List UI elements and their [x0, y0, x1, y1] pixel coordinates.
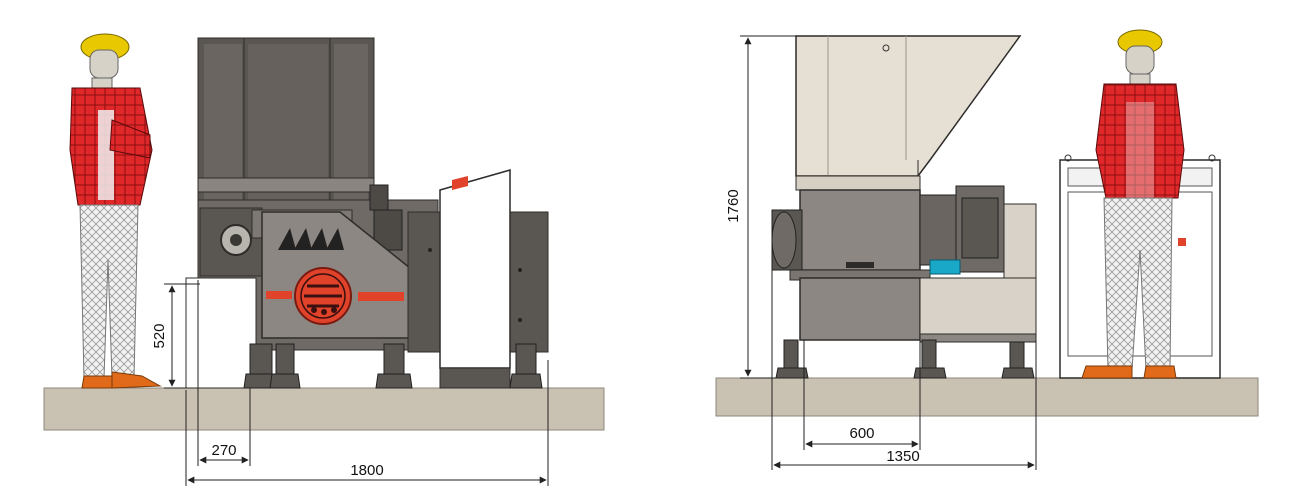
- dim-base-width: 600: [849, 425, 874, 442]
- front-dimension-lines: [164, 280, 549, 486]
- side-hopper: [795, 35, 1022, 191]
- front-worker-figure-icon: [69, 33, 162, 389]
- front-control-cabinet: [439, 169, 511, 369]
- side-floor-slab: [715, 377, 1259, 417]
- side-machine-legs: [775, 339, 1035, 379]
- front-machine-body: [185, 169, 549, 389]
- side-dimension-lines: [740, 35, 1037, 470]
- side-view: 1760 600 1350: [715, 29, 1259, 470]
- dim-overall-width: 1350: [886, 448, 919, 465]
- shredder-logo-icon: [294, 267, 352, 325]
- front-hopper: [197, 37, 375, 209]
- side-worker-figure-icon: [1081, 29, 1185, 379]
- dim-feed-height: 520: [151, 323, 168, 348]
- dim-overall-length: 1800: [350, 462, 383, 479]
- dim-overhang: 270: [211, 442, 236, 459]
- side-coupling: [929, 259, 961, 275]
- front-floor-slab: [43, 387, 605, 431]
- side-machine-body: [771, 185, 1037, 379]
- dim-overall-height: 1760: [725, 189, 742, 222]
- front-view: 520 270 1800: [43, 33, 605, 486]
- front-machine-legs: [243, 343, 543, 389]
